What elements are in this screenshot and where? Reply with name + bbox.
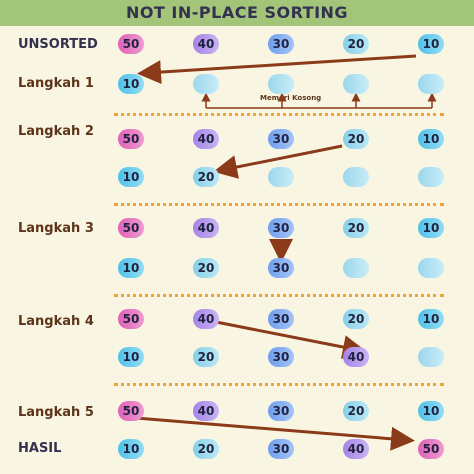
label-step5: Langkah 5 xyxy=(18,405,94,420)
pill-step5-in-1: 50 xyxy=(118,401,144,421)
pill-result-5: 50 xyxy=(418,439,444,459)
pill-step2-in-1: 50 xyxy=(118,129,144,149)
pill-unsorted-1: 50 xyxy=(118,34,144,54)
arrow-step4 xyxy=(215,320,367,359)
pill-unsorted-4: 20 xyxy=(343,34,369,54)
pill-step2-mem-2: 20 xyxy=(193,167,219,187)
pill-step3-in-2: 40 xyxy=(193,218,219,238)
pill-step3-in-3: 30 xyxy=(268,218,294,238)
pill-step5-in-5: 10 xyxy=(418,401,444,421)
pill-step2-mem-4 xyxy=(343,167,369,187)
pill-step4-mem-2: 20 xyxy=(193,347,219,367)
pill-step3-in-1: 50 xyxy=(118,218,144,238)
pill-unsorted-3: 30 xyxy=(268,34,294,54)
divider-4 xyxy=(114,383,444,386)
pill-unsorted-2: 40 xyxy=(193,34,219,54)
pill-step4-mem-4: 40 xyxy=(343,347,369,367)
pill-result-2: 20 xyxy=(193,439,219,459)
arrow-step2 xyxy=(213,144,343,179)
pill-step1-mem-3 xyxy=(268,74,294,94)
arrow-step1 xyxy=(137,54,417,85)
memory-bracket xyxy=(201,92,437,109)
pill-result-4: 40 xyxy=(343,439,369,459)
pill-step4-mem-1: 10 xyxy=(118,347,144,367)
pill-step3-mem-5 xyxy=(418,258,444,278)
pill-unsorted-5: 10 xyxy=(418,34,444,54)
pill-step3-in-5: 10 xyxy=(418,218,444,238)
arrow-step5 xyxy=(135,416,415,451)
page-title: NOT IN-PLACE SORTING xyxy=(125,3,349,22)
pill-step5-in-3: 30 xyxy=(268,401,294,421)
pill-step3-mem-2: 20 xyxy=(193,258,219,278)
label-unsorted: UNSORTED xyxy=(18,37,98,52)
memory-note: Memori Kosong xyxy=(260,94,322,102)
pill-step4-in-3: 30 xyxy=(268,309,294,329)
pill-step4-mem-3: 30 xyxy=(268,347,294,367)
pill-step5-in-2: 40 xyxy=(193,401,219,421)
pill-step2-mem-5 xyxy=(418,167,444,187)
pill-step5-in-4: 20 xyxy=(343,401,369,421)
pill-step1-mem-1: 10 xyxy=(118,74,144,94)
pill-step2-in-3: 30 xyxy=(268,129,294,149)
label-step3: Langkah 3 xyxy=(18,221,94,236)
label-result: HASIL xyxy=(18,441,62,456)
pill-step1-mem-2 xyxy=(193,74,219,94)
pill-step2-in-4: 20 xyxy=(343,129,369,149)
pill-step2-mem-1: 10 xyxy=(118,167,144,187)
pill-step1-mem-4 xyxy=(343,74,369,94)
pill-step4-in-1: 50 xyxy=(118,309,144,329)
pill-step4-mem-5 xyxy=(418,347,444,367)
pill-step3-mem-1: 10 xyxy=(118,258,144,278)
label-step2: Langkah 2 xyxy=(18,124,94,139)
pill-step3-in-4: 20 xyxy=(343,218,369,238)
pill-step4-in-5: 10 xyxy=(418,309,444,329)
pill-step4-in-4: 20 xyxy=(343,309,369,329)
label-step1: Langkah 1 xyxy=(18,76,94,91)
pill-result-3: 30 xyxy=(268,439,294,459)
divider-2 xyxy=(114,203,444,206)
label-step4: Langkah 4 xyxy=(18,314,94,329)
divider-3 xyxy=(114,294,444,297)
pill-step2-mem-3 xyxy=(268,167,294,187)
pill-step3-mem-3: 30 xyxy=(268,258,294,278)
pill-step3-mem-4 xyxy=(343,258,369,278)
divider-1 xyxy=(114,113,444,116)
pill-result-1: 10 xyxy=(118,439,144,459)
pill-step4-in-2: 40 xyxy=(193,309,219,329)
pill-step2-in-5: 10 xyxy=(418,129,444,149)
header-bar xyxy=(0,0,474,26)
pill-step2-in-2: 40 xyxy=(193,129,219,149)
pill-step1-mem-5 xyxy=(418,74,444,94)
